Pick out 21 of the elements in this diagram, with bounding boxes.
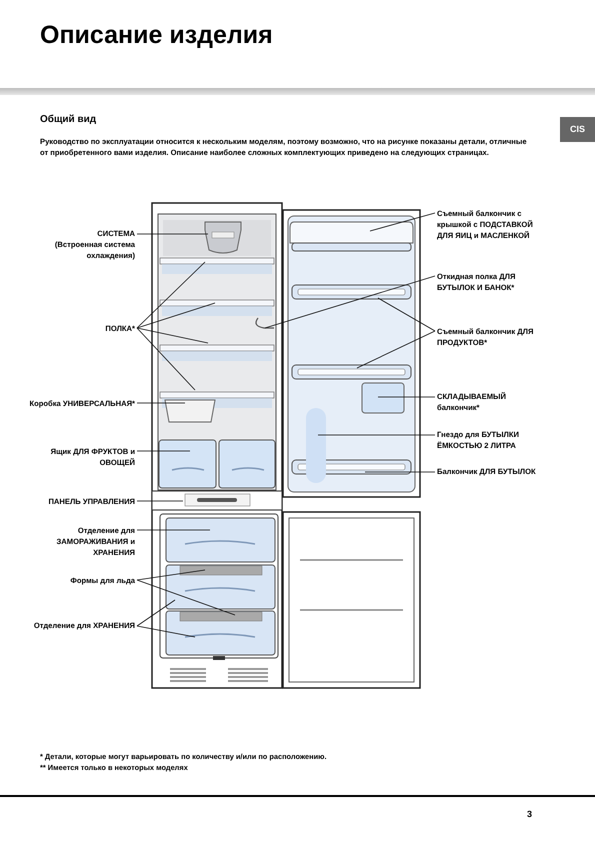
- leader-line: [136, 402, 186, 404]
- leader-line: [136, 328, 208, 344]
- language-tab: CIS: [560, 117, 595, 142]
- leader-line: [136, 328, 196, 390]
- leader-line: [318, 434, 436, 436]
- leader-line: [136, 450, 190, 452]
- leader-line: [136, 302, 216, 328]
- leader-line: [136, 570, 206, 580]
- page-title: Описание изделия: [40, 20, 273, 51]
- leader-line: [136, 626, 196, 638]
- page-number: 3: [527, 808, 532, 821]
- leader-line: [136, 600, 176, 626]
- leader-line: [136, 262, 206, 328]
- section-heading: Общий вид: [40, 113, 96, 127]
- leader-line: [136, 580, 236, 616]
- leader-line: [378, 396, 436, 398]
- leader-line: [136, 500, 184, 502]
- leader-line: [356, 330, 436, 368]
- leader-line: [378, 298, 436, 332]
- leader-line: [264, 276, 436, 328]
- leader-line: [370, 212, 436, 232]
